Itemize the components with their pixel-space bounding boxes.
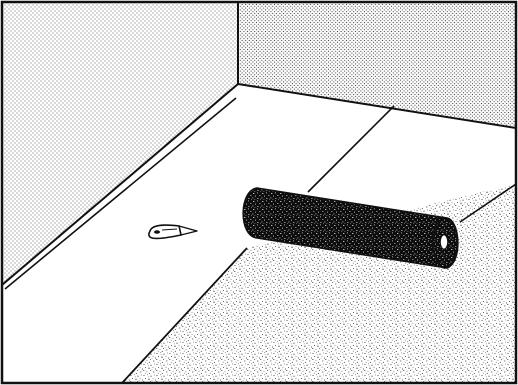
carpet-installation-illustration [0,0,518,385]
